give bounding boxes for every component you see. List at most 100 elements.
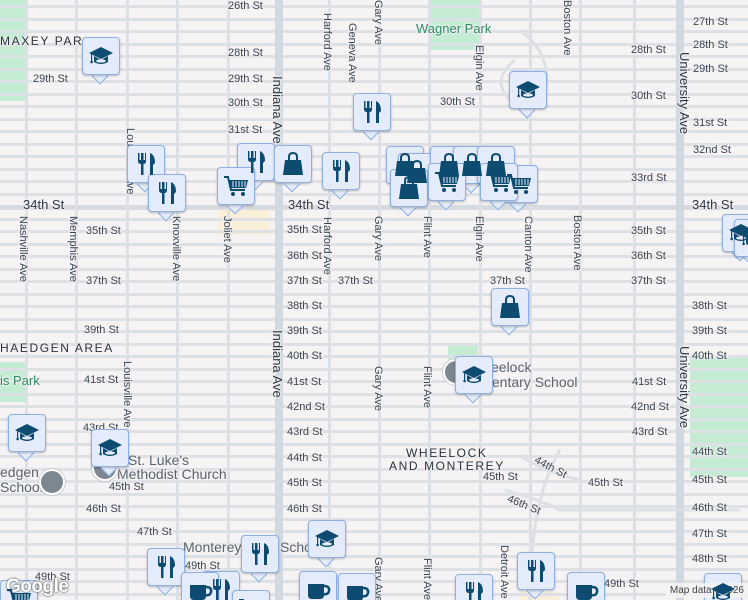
grocery-marker[interactable] [217, 167, 255, 215]
restaurant-icon [247, 541, 273, 567]
grocery-icon [223, 173, 249, 199]
cafe-marker[interactable] [338, 573, 376, 600]
school-marker[interactable] [704, 573, 742, 600]
grocery-marker[interactable] [480, 163, 518, 211]
grocery-marker[interactable] [428, 163, 466, 211]
school-poi-icon[interactable] [39, 469, 65, 495]
shopping-marker[interactable] [274, 145, 312, 193]
cafe-icon [344, 579, 370, 600]
street-label: 29th St [228, 73, 263, 85]
restaurant-marker[interactable] [237, 143, 275, 191]
street-label: 45th St [483, 471, 518, 483]
street-label: 29th St [33, 73, 68, 85]
maxey-park-area [0, 0, 25, 101]
poi-label: St. Luke's [128, 452, 190, 468]
school-marker[interactable] [308, 520, 346, 568]
cafe-icon [187, 578, 213, 600]
restaurant-marker[interactable] [127, 145, 165, 193]
neighborhood-label: MAXEY PAR [0, 34, 84, 48]
marker-body [217, 167, 255, 205]
school-marker[interactable] [455, 356, 493, 404]
restaurant-marker[interactable] [517, 552, 555, 600]
marker-body [322, 152, 360, 190]
shopping-marker[interactable] [491, 288, 529, 336]
school-marker[interactable] [8, 414, 46, 462]
road [0, 268, 748, 271]
street-label: 47th St [692, 528, 727, 540]
street-label: 38th St [287, 300, 322, 312]
street-label: 46th St [86, 503, 121, 515]
road [0, 343, 748, 346]
street-label: 34th St [23, 197, 65, 212]
cafe-marker[interactable] [181, 572, 219, 600]
marker-body [8, 414, 46, 452]
marker-body [509, 71, 547, 109]
street-label: 44th St [692, 446, 727, 458]
marker-body [232, 590, 270, 600]
avenue-label: Indiana Ave [270, 330, 285, 398]
restaurant-marker[interactable] [148, 174, 186, 222]
street-label: 30th St [440, 96, 475, 108]
road [0, 168, 748, 171]
grocery-marker[interactable] [0, 580, 38, 600]
restaurant-marker[interactable] [455, 574, 493, 600]
road [0, 430, 748, 433]
street-label: 37th St [631, 275, 666, 287]
restaurant-marker[interactable] [241, 535, 279, 583]
cafe-icon [573, 578, 599, 600]
grocery-icon [506, 171, 532, 197]
street-label: 29th St [693, 63, 728, 75]
shopping-marker[interactable] [453, 146, 491, 194]
road [0, 380, 748, 383]
school-marker[interactable] [722, 214, 748, 262]
road [0, 305, 748, 308]
street-label: 48th St [692, 553, 727, 565]
road [0, 293, 748, 296]
marker-body [517, 552, 555, 590]
marker-body [308, 520, 346, 558]
grocery-marker[interactable] [232, 590, 270, 600]
avenue-label: Elgin Ave [473, 216, 485, 262]
street-label: 49th St [185, 560, 220, 572]
road [0, 80, 748, 83]
marker-body [148, 174, 186, 212]
road-34th-st [0, 205, 748, 210]
google-logo[interactable]: Google [6, 576, 69, 597]
school-marker[interactable] [82, 37, 120, 85]
street-label: 46th St [287, 503, 322, 515]
road [0, 230, 748, 233]
restaurant-icon [359, 99, 385, 125]
avenue-label: Gary Ave [372, 366, 384, 412]
avenue-label: Boston Ave [561, 0, 573, 56]
restaurant-marker[interactable] [322, 152, 360, 200]
restaurant-marker[interactable] [353, 93, 391, 141]
school-marker[interactable] [91, 429, 129, 477]
street-label: 30th St [631, 90, 666, 102]
street-label: 43rd St [287, 426, 323, 438]
school-marker[interactable] [509, 71, 547, 119]
road [0, 180, 748, 183]
street-label: 49th St [35, 571, 70, 583]
avenue-label: University Ave [677, 346, 692, 429]
street-label: 32nd St [693, 144, 731, 156]
road [227, 0, 230, 600]
street-label: 36th St [631, 250, 666, 262]
cafe-marker[interactable] [567, 572, 605, 600]
marker-body [91, 429, 129, 467]
poi-label: Methodist Church [117, 466, 227, 482]
street-label: 36th St [287, 250, 322, 262]
road [0, 568, 748, 571]
road [0, 518, 748, 521]
marker-body [567, 572, 605, 600]
park-label: is Park [0, 373, 40, 388]
avenue-label: Gary Ave [372, 0, 384, 46]
cafe-marker[interactable] [299, 571, 337, 600]
grocery-icon [238, 596, 264, 600]
road [0, 405, 748, 408]
restaurant-marker[interactable] [147, 548, 185, 596]
avenue-label: Canton Ave [522, 216, 534, 273]
street-label: 41st St [84, 374, 119, 386]
road [0, 318, 748, 321]
road [0, 368, 748, 371]
